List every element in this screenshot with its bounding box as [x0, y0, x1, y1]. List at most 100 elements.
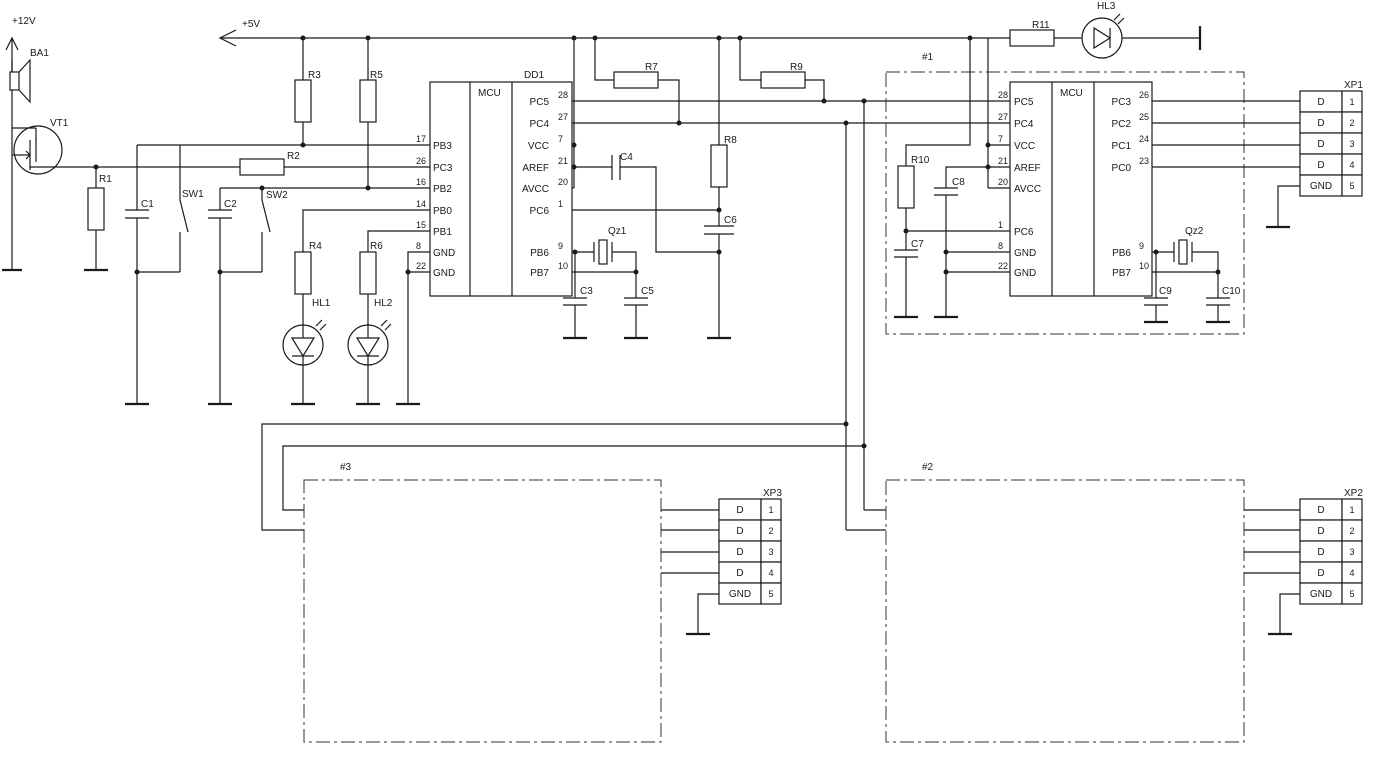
xp3-signal-label: D: [736, 547, 743, 558]
ba1-label: BA1: [30, 48, 49, 59]
xp3-cell-number: [760, 582, 782, 605]
pin-name: GND: [433, 268, 455, 279]
c7-label: C7: [911, 239, 924, 250]
pin-number: 17: [416, 134, 426, 144]
resistor-r8: R8: [710, 38, 737, 226]
capacitor-c2: C2: [208, 188, 237, 406]
xp2-signal-label: D: [1317, 505, 1324, 516]
c10-label: C10: [1222, 286, 1241, 297]
pin-name: PC5: [1014, 97, 1034, 108]
module-1-label: #1: [922, 52, 934, 63]
pin-name: PB7: [1112, 268, 1131, 279]
pin-number: 22: [416, 261, 426, 271]
r1-label: R1: [99, 174, 112, 185]
resistor-r3: R3: [294, 38, 321, 148]
r5-label: R5: [370, 70, 383, 81]
pin-name: PC0: [1112, 163, 1132, 174]
pin-name: AVCC: [522, 184, 549, 195]
pin-name: AREF: [1014, 163, 1041, 174]
resistor-r10: R10: [897, 155, 1010, 250]
v12-label: +12V: [12, 16, 36, 27]
sw2-label: SW2: [266, 190, 288, 201]
pin-number: 26: [1139, 90, 1149, 100]
qz1-label: Qz1: [608, 226, 627, 237]
pin-number: 27: [558, 112, 568, 122]
resistor-r7: R7: [594, 38, 682, 126]
pin-name: PB3: [433, 141, 452, 152]
module-3-label: #3: [340, 462, 352, 473]
pin-number: 21: [998, 156, 1008, 166]
resistor-r5: R5: [359, 38, 383, 191]
pin-number: 9: [1139, 241, 1144, 251]
xp1-label: XP1: [1344, 80, 1363, 91]
pin-name: PC1: [1112, 141, 1132, 152]
pin-name: AVCC: [1014, 184, 1041, 195]
xp1-pin-number: 5: [1349, 181, 1354, 191]
hl2-label: HL2: [374, 298, 393, 309]
r6-label: R6: [370, 241, 383, 252]
pin-name: PC6: [530, 206, 550, 217]
transistor-vt1: VT1: [12, 118, 96, 175]
r8-label: R8: [724, 135, 737, 146]
module-2-label: #2: [922, 462, 934, 473]
xp3-pin-number: 1: [768, 505, 773, 515]
led-hl3: HL3: [1081, 1, 1202, 59]
resistor-r6: R6: [359, 230, 430, 324]
pin-number: 14: [416, 199, 426, 209]
pin-number: 10: [558, 261, 568, 271]
dd1-power-nets: [571, 38, 864, 189]
capacitor-c3: C3: [563, 252, 593, 340]
pin-number: 24: [1139, 134, 1149, 144]
resistor-r9: R9: [739, 38, 827, 104]
xp2-pin-number: 5: [1349, 589, 1354, 599]
xp1-pin-number: 2: [1349, 118, 1354, 128]
xp2-label: XP2: [1344, 488, 1363, 499]
resistor-r2: R2: [96, 151, 430, 176]
module-1: #1: [885, 52, 1245, 335]
r2-label: R2: [287, 151, 300, 162]
pin-number: 22: [998, 261, 1008, 271]
gnd-dd1: [396, 251, 430, 406]
pin-number: 1: [998, 220, 1003, 230]
bus-lines: [261, 98, 1010, 531]
sw1-label: SW1: [182, 189, 204, 200]
c3-label: C3: [580, 286, 593, 297]
resistor-r4: R4: [294, 209, 430, 324]
mcu-module-1: MCU PC528PC427VCC7AREF21AVCC20PC61GND8GN…: [998, 81, 1153, 297]
xp3-pin-number: 2: [768, 526, 773, 536]
pin-name: PB1: [433, 227, 452, 238]
pin-number: 7: [558, 134, 563, 144]
r10-label: R10: [911, 155, 930, 166]
pin-name: PC6: [1014, 227, 1034, 238]
pin-number: 9: [558, 241, 563, 251]
pin-number: 16: [416, 177, 426, 187]
pin-number: 26: [416, 156, 426, 166]
pin-number: 28: [558, 90, 568, 100]
xp3-signal-label: GND: [729, 589, 751, 600]
xp3-signal-label: D: [736, 568, 743, 579]
xp2-pin-number: 3: [1349, 547, 1354, 557]
pin-name: VCC: [528, 141, 549, 152]
vt1-label: VT1: [50, 118, 69, 129]
pin-name: PB6: [1112, 248, 1131, 259]
pin-number: 23: [1139, 156, 1149, 166]
led-hl1: HL1: [282, 298, 331, 406]
xp1-pin-number: 4: [1349, 160, 1354, 170]
pin-name: PC3: [433, 163, 453, 174]
pin-number: 21: [558, 156, 568, 166]
pin-name: PB6: [530, 248, 549, 259]
xp3-signal-label: D: [736, 526, 743, 537]
module1-outputs: [1152, 100, 1300, 229]
crystal-qz2: Qz2: [1152, 226, 1221, 275]
pin-number: 8: [416, 241, 421, 251]
xp3-signal-label: D: [736, 505, 743, 516]
capacitor-c10: C10: [1206, 272, 1241, 324]
led-hl2: HL2: [347, 298, 393, 406]
pin-name: PB2: [433, 184, 452, 195]
